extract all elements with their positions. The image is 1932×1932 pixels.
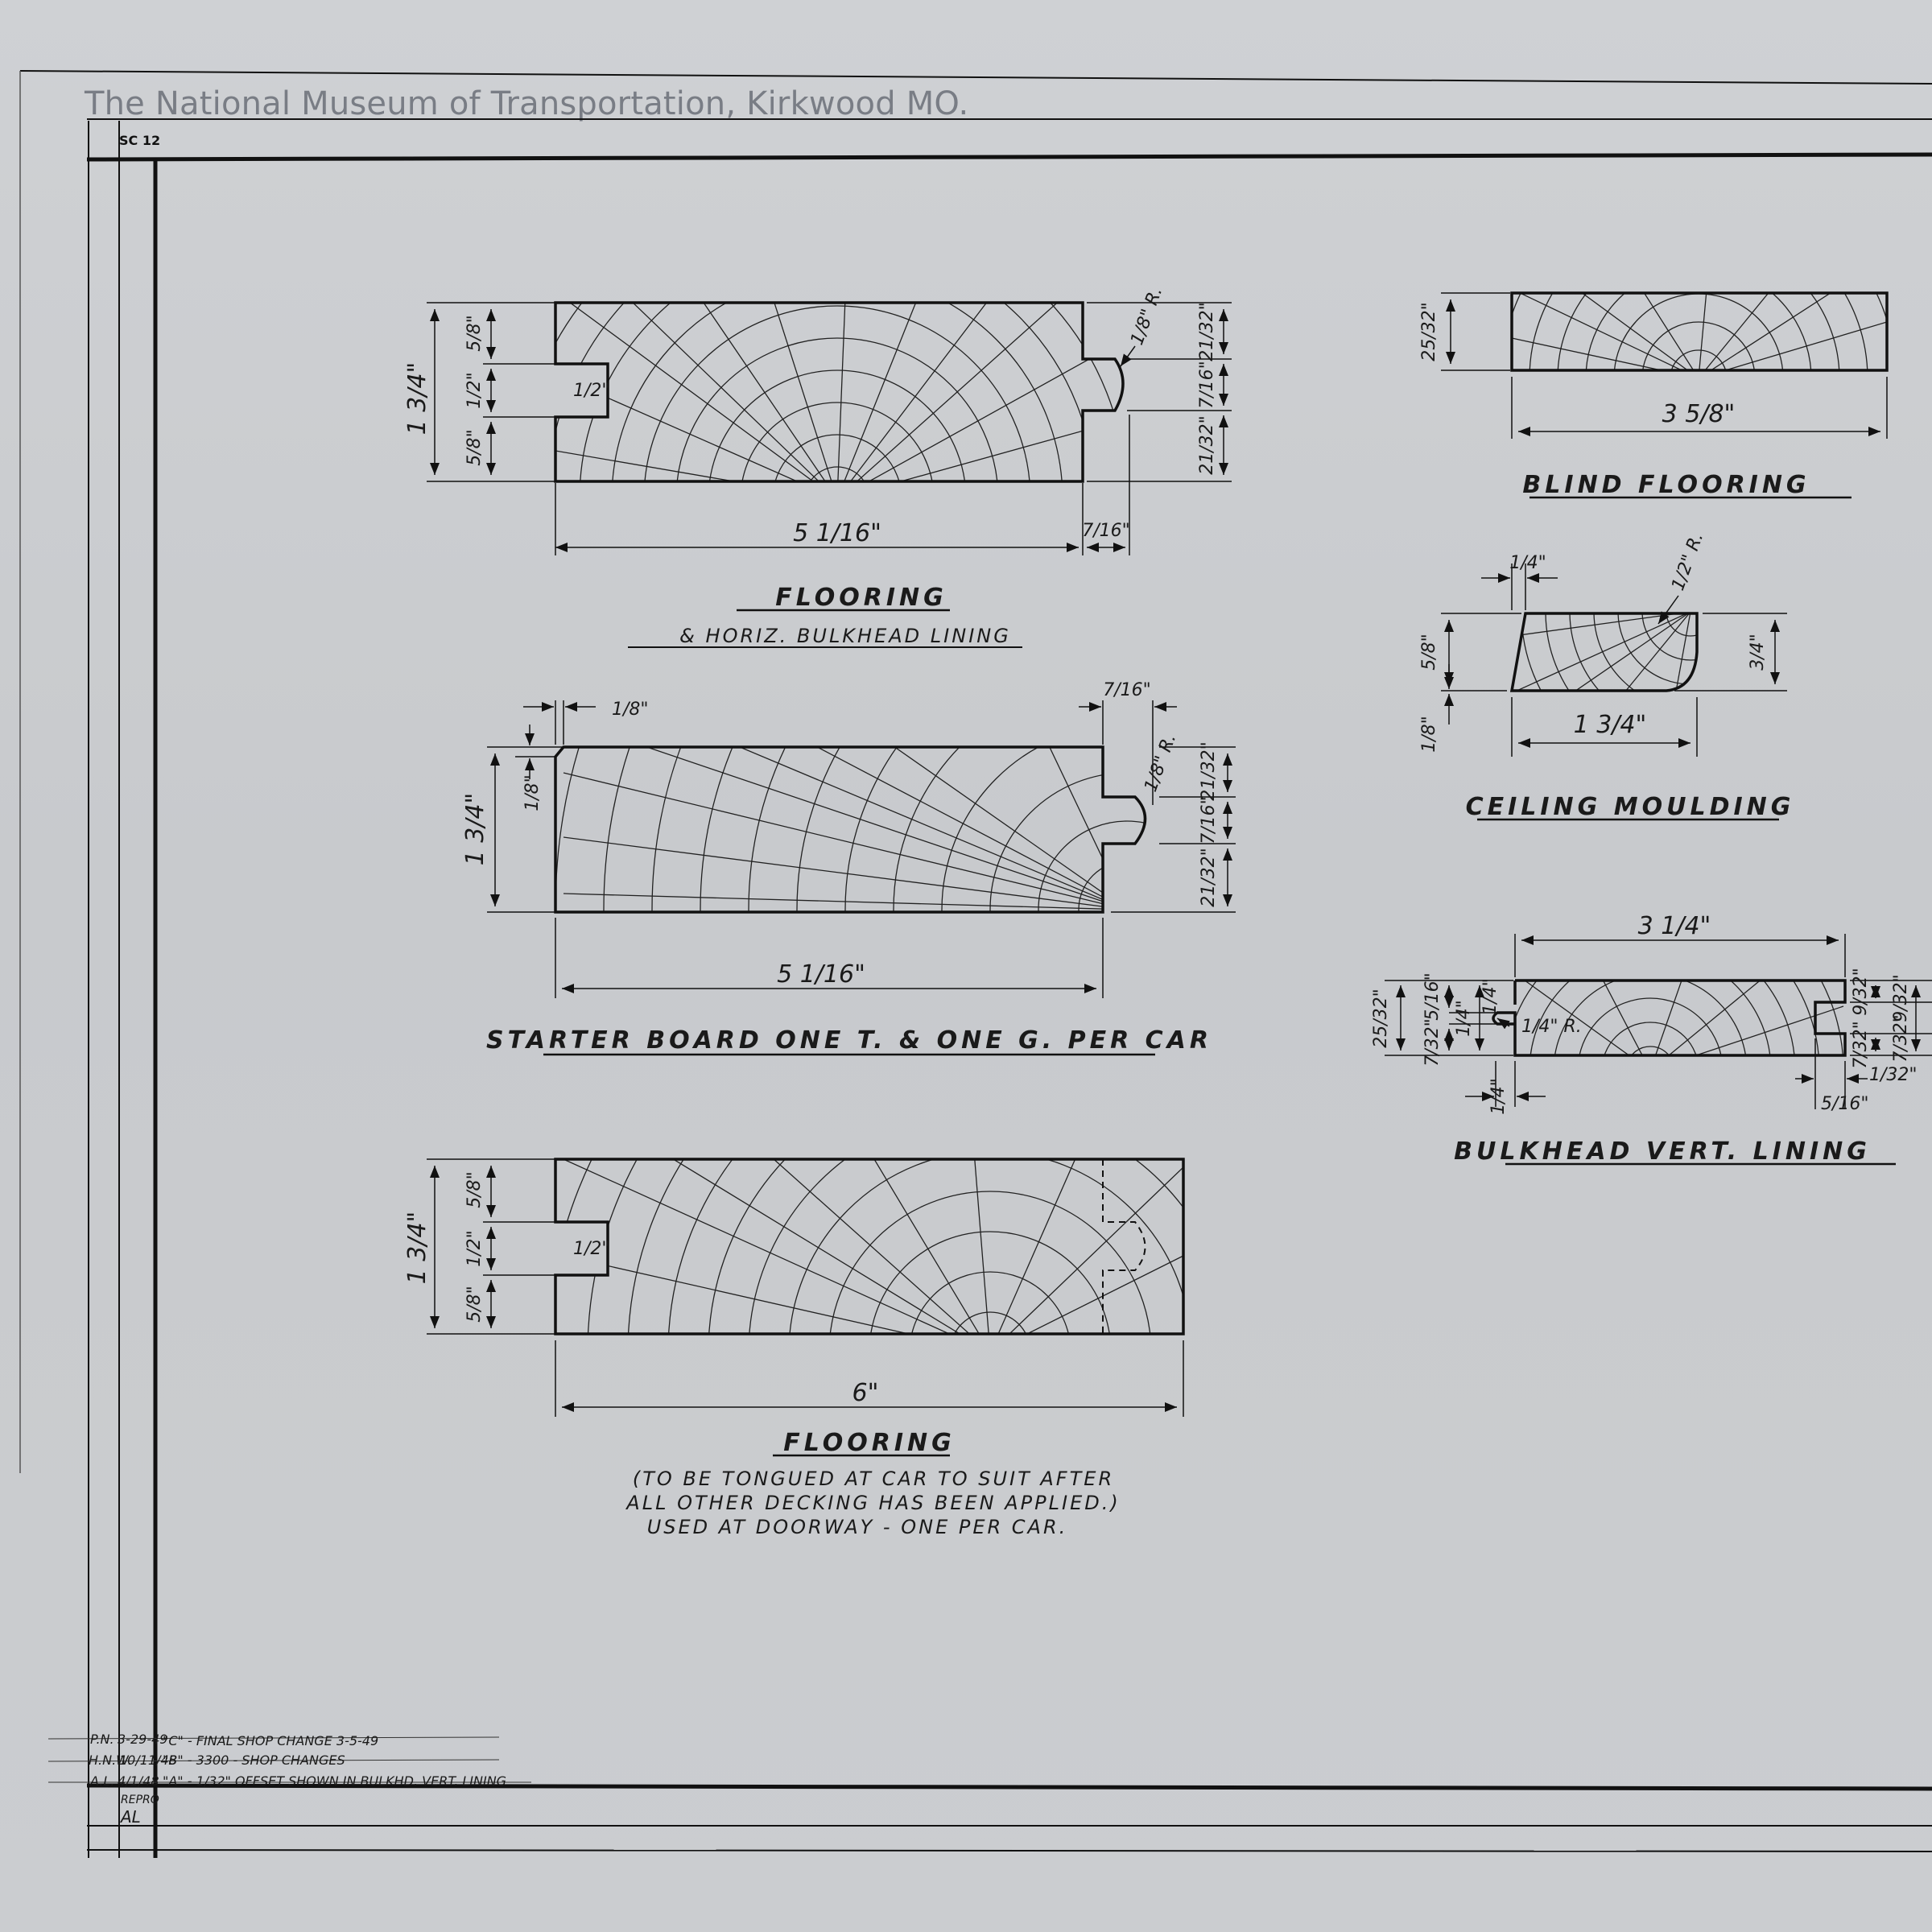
revision-c-date: 3-29-49 (118, 1732, 167, 1747)
bulkhead-vert-right-top2: 9/32" (1891, 974, 1911, 1022)
revision-b-text: "B" - 3300 - SHOP CHANGES (163, 1752, 345, 1768)
revision-c-who: P.N. (90, 1732, 114, 1747)
bulkhead-vert-left-bot: 7/32" (1422, 1018, 1443, 1067)
repro-label: REPRO (121, 1794, 159, 1806)
bulkhead-vert-width: 3 1/4" (1638, 912, 1711, 940)
flooring-top-right-mid: 7/16" (1197, 361, 1217, 409)
revision-a-date: 4/1/48 (118, 1773, 159, 1789)
bulkhead-vert-right-top: 9/32" (1851, 968, 1871, 1016)
flooring-top-subtitle: & HORIZ. BULKHEAD LINING (679, 625, 1011, 647)
flooring-top-radius: 1/8" R. (1127, 284, 1166, 348)
flooring-top-left-top: 5/8" (464, 315, 485, 352)
flooring-doorway-height: 1 3/4" (403, 1212, 431, 1285)
blind-flooring-title: BLIND FLOORING (1522, 471, 1810, 499)
sheet-border (19, 70, 1932, 1858)
flooring-doorway-title: FLOORING (783, 1429, 956, 1457)
flooring-top-drawing: 1 3/4" 5/8" 1/2" 5/8" 1/2" 5 1/16" 7/16"… (403, 284, 1232, 648)
revision-b-date: 10/11/48 (119, 1752, 177, 1768)
bulkhead-vert-radius: 1/4" R. (1521, 1017, 1582, 1037)
revision-row-c: P.N. 3-29-49 "C" - FINAL SHOP CHANGE 3-5… (90, 1732, 378, 1748)
bulkhead-vert-right-bot: 7/32" (1851, 1021, 1871, 1069)
flooring-doorway-width: 6" (852, 1379, 879, 1407)
ceiling-moulding-drawing: 1/4" 1/2" R. 5/8" 1/8" 3/4" 1 3/4" CEILI… (1419, 530, 1795, 821)
bulkhead-vert-right-bot2: 7/32" (1891, 1014, 1911, 1063)
flooring-doorway-groove: 1/2" (573, 1239, 610, 1259)
bulkhead-vert-outline (1492, 979, 1847, 1057)
flooring-top-title: FLOORING (775, 584, 947, 612)
flooring-top-outline (554, 301, 1125, 483)
starter-board-chamfer-v: 1/8" (522, 774, 543, 811)
border-bottom-thin (86, 1849, 1932, 1852)
flooring-doorway-left-top: 5/8" (464, 1171, 485, 1208)
flooring-top-groove: 1/2" (573, 381, 610, 401)
starter-board-drawing: 1/8" 1/8" 7/16" 1 3/4" 1/8" R. 21/32" 7/… (461, 680, 1236, 1056)
blind-flooring-width: 3 5/8" (1662, 400, 1736, 428)
revision-a-text: "A" - 1/32" OFFSET SHOWN IN BULKHD. VERT… (163, 1773, 506, 1789)
repro-initials: AL (119, 1807, 141, 1827)
revision-c-text: "C" - FINAL SHOP CHANGE 3-5-49 (163, 1733, 378, 1748)
flooring-doorway-left-bot: 5/8" (464, 1286, 485, 1323)
starter-board-height: 1 3/4" (461, 793, 489, 866)
revision-b-who: H.N.W. (89, 1752, 132, 1768)
revision-row-a: A.L. 4/1/48 "A" - 1/32" OFFSET SHOWN IN … (89, 1773, 506, 1789)
ceiling-moulding-left-bot: 1/8" (1419, 716, 1439, 753)
ceiling-moulding-title: CEILING MOULDING (1466, 793, 1795, 821)
flooring-top-height: 1 3/4" (403, 362, 431, 436)
starter-board-right-bot: 21/32" (1199, 848, 1219, 907)
border-top-thin (19, 70, 1932, 85)
blind-flooring-drawing: 25/32" 3 5/8" BLIND FLOORING (1419, 291, 1889, 499)
flooring-top-right-top: 21/32" (1197, 302, 1217, 361)
ceiling-moulding-outline (1509, 612, 1699, 692)
flooring-top-width: 5 1/16" (793, 519, 881, 547)
ceiling-moulding-width: 1 3/4" (1574, 711, 1647, 739)
border-top-heavy (86, 152, 1932, 162)
starter-board-radius: 1/8" R. (1141, 731, 1180, 795)
ceiling-moulding-right: 3/4" (1748, 634, 1768, 671)
blind-flooring-outline (1510, 291, 1889, 372)
bulkhead-vert-title: BULKHEAD VERT. LINING (1454, 1137, 1871, 1166)
revision-a-who: A.L. (89, 1773, 114, 1789)
bulkhead-vert-left-top: 5/16" (1422, 972, 1443, 1021)
bulkhead-vert-bottom-right1: 1/32" (1869, 1065, 1918, 1085)
flooring-top-right-bot: 21/32" (1197, 415, 1217, 475)
bulkhead-vert-left-top2: 1/4" (1480, 978, 1501, 1015)
revision-row-b: H.N.W. 10/11/48 "B" - 3300 - SHOP CHANGE… (89, 1752, 345, 1768)
flooring-doorway-note-2: ALL OTHER DECKING HAS BEEN APPLIED.) (625, 1492, 1120, 1514)
starter-board-tongue: 7/16" (1103, 680, 1151, 700)
ceiling-moulding-left: 5/8" (1419, 634, 1439, 671)
ceiling-moulding-radius: 1/2" R. (1668, 530, 1707, 593)
bulkhead-vert-bottom-right2: 5/16" (1821, 1094, 1869, 1114)
flooring-top-left-bot: 5/8" (464, 429, 485, 466)
sheet-code: SC 12 (119, 133, 160, 148)
starter-board-width: 5 1/16" (777, 960, 865, 989)
bulkhead-vert-bottom-left: 1/4" (1488, 1078, 1509, 1115)
starter-board-outline (554, 745, 1147, 914)
bulkhead-vert-drawing: 3 1/4" 25/32" 5/16" 1/4" 7/32" 1/4" 1/4"… (1371, 912, 1932, 1166)
bulkhead-vert-left-mid: 1/4" (1454, 1000, 1474, 1037)
flooring-doorway-drawing: 1 3/4" 5/8" 1/2" 5/8" 1/2" 6" FLOORING (… (403, 1158, 1185, 1538)
flooring-doorway-left-mid: 1/2" (464, 1230, 485, 1267)
flooring-top-tongue: 7/16" (1082, 521, 1130, 541)
starter-board-chamfer: 1/8" (612, 700, 649, 720)
blind-flooring-height: 25/32" (1419, 302, 1439, 361)
flooring-doorway-note-1: (TO BE TONGUED AT CAR TO SUIT AFTER (633, 1468, 1114, 1490)
starter-board-right-mid: 7/16" (1199, 796, 1219, 844)
bulkhead-vert-height: 25/32" (1371, 989, 1391, 1048)
flooring-doorway-tongue-hidden (1102, 1159, 1146, 1334)
flooring-top-grain (555, 303, 1123, 481)
flooring-doorway-note-3: USED AT DOORWAY - ONE PER CAR. (647, 1516, 1068, 1538)
flooring-doorway-grain (555, 1159, 1183, 1334)
starter-board-right-top: 21/32" (1199, 741, 1219, 801)
museum-watermark: The National Museum of Transportation, K… (85, 85, 969, 122)
border-bottom-heavy (86, 1783, 1932, 1791)
starter-board-grain (555, 747, 1146, 912)
revision-block: P.N. 3-29-49 "C" - FINAL SHOP CHANGE 3-5… (47, 1732, 531, 1827)
starter-board-title: STARTER BOARD ONE T. & ONE G. PER CAR (486, 1026, 1212, 1055)
ceiling-moulding-top: 1/4" (1509, 553, 1546, 573)
flooring-top-left-mid: 1/2" (464, 372, 485, 409)
